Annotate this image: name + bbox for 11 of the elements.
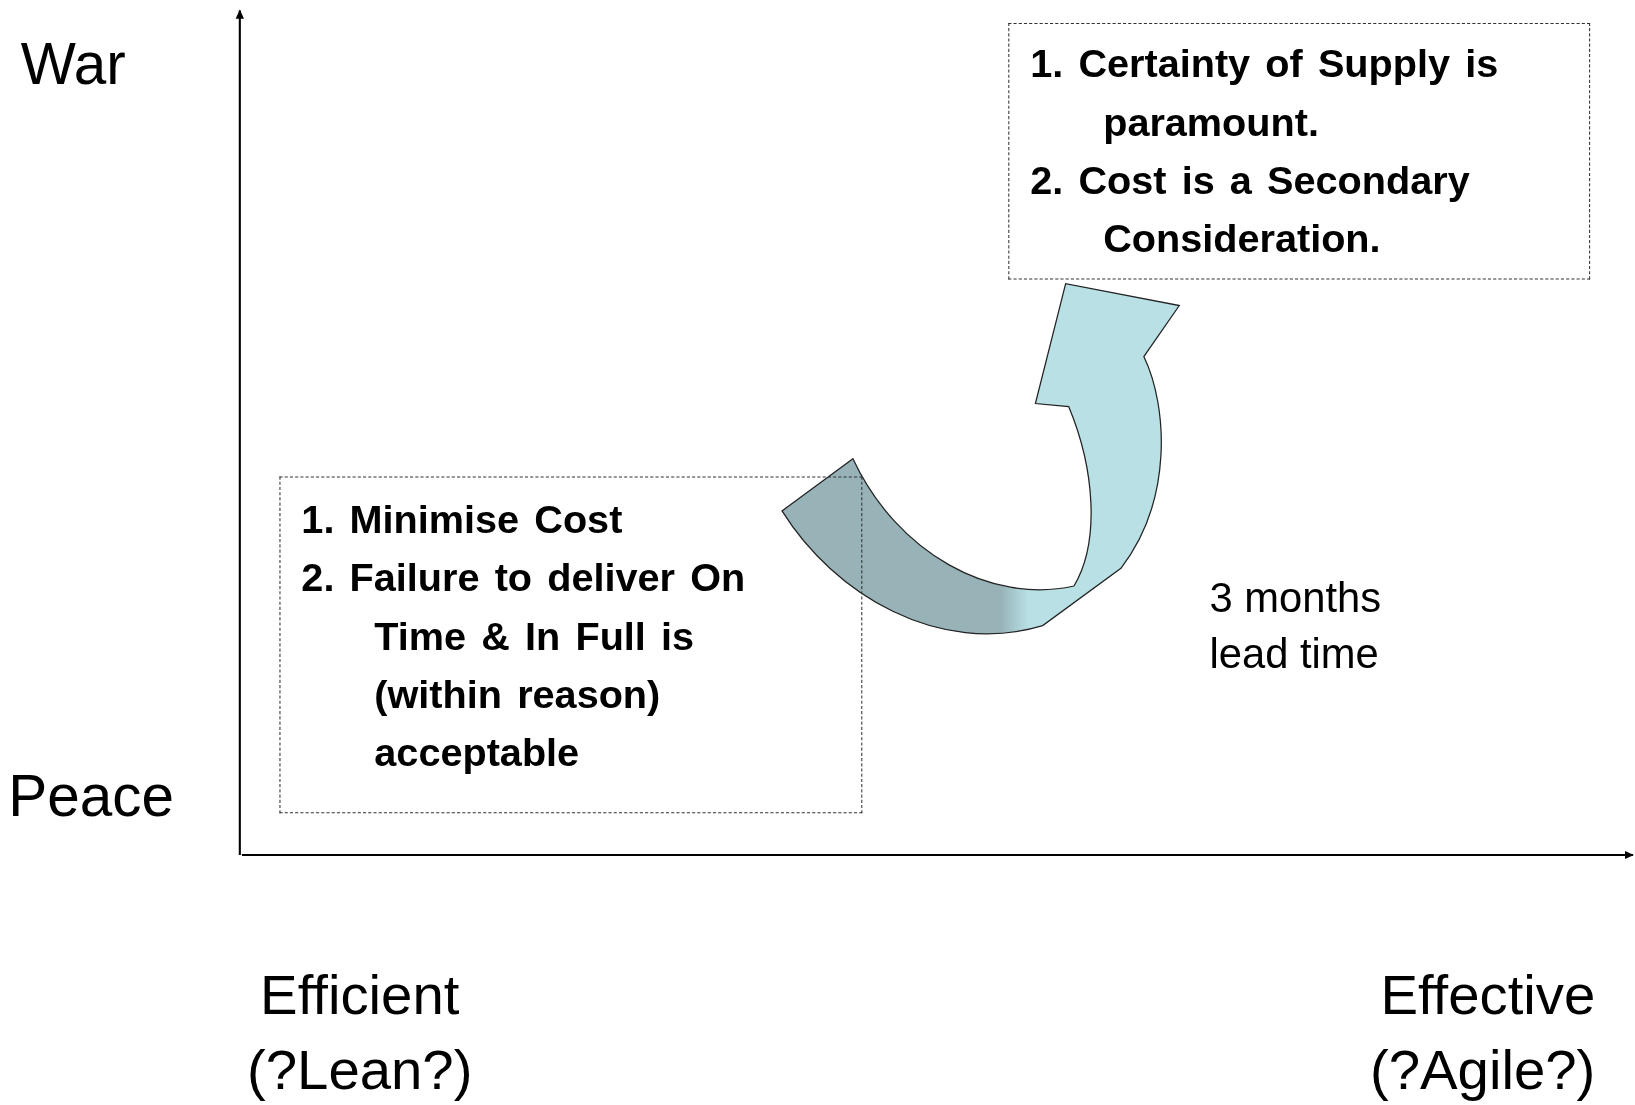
axis-label: Effective — [1379, 961, 1596, 1027]
axis-label: (?Agile?) — [1369, 1036, 1596, 1103]
list-item: 2. Failure to deliver On Time & In Full is (within reason) acceptable — [300, 554, 747, 777]
axis-label: (?Lean?) — [246, 1036, 474, 1103]
list-item: 2. Cost is a Secondary Consideration. — [1029, 157, 1471, 263]
axis-label: Efficient — [259, 961, 461, 1027]
list-item: 1. Minimise Cost — [300, 496, 624, 544]
annotation-text: 3 months lead time — [1209, 573, 1383, 679]
axis-label: War — [20, 30, 127, 99]
axis-label: Peace — [8, 762, 175, 831]
list-item: 1. Certainty of Supply is paramount. — [1029, 40, 1500, 146]
